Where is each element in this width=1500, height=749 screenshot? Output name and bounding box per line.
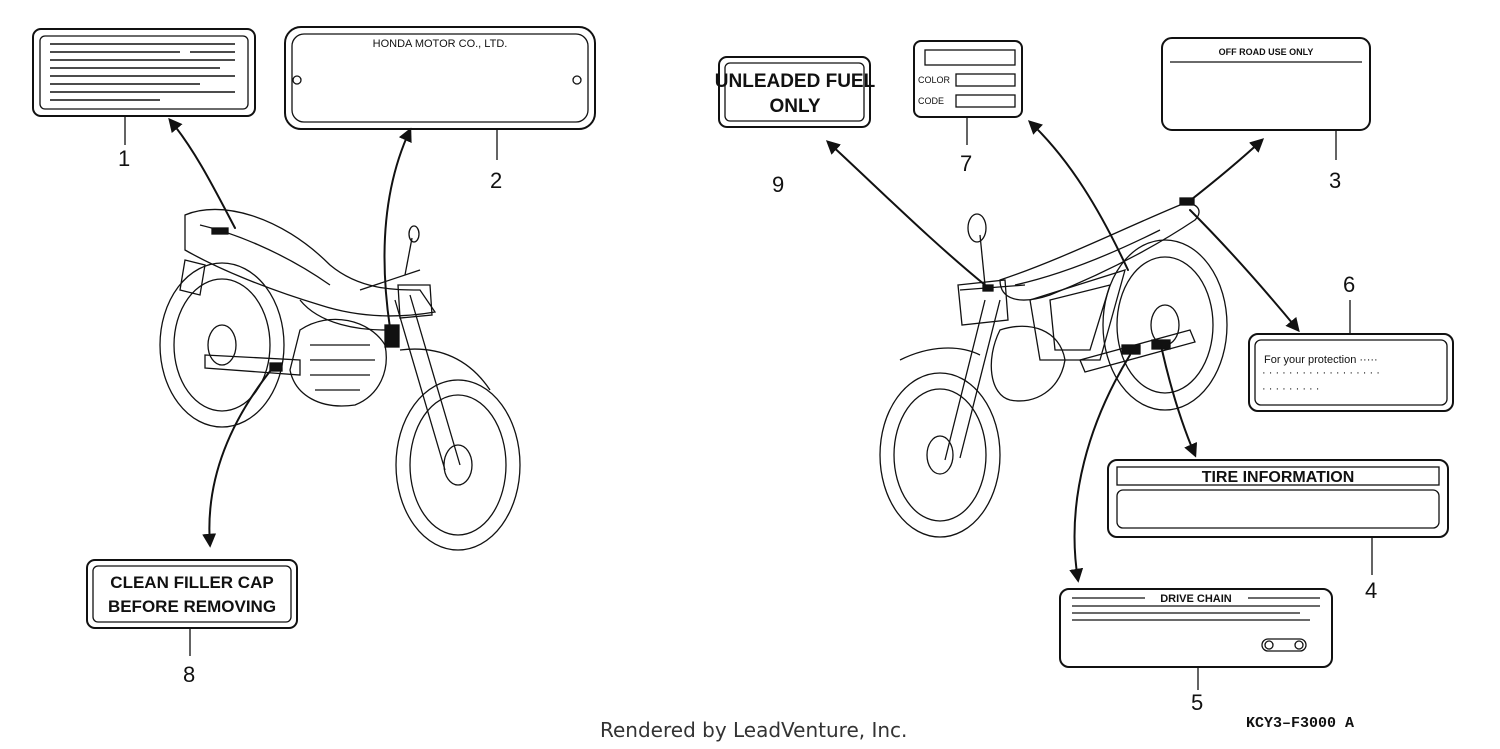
label-4-tire-info-sticker[interactable]: TIRE INFORMATION [1107, 459, 1449, 538]
manufacturer-text: HONDA MOTOR CO., LTD. [373, 38, 508, 50]
motorcycle-left-side-icon [159, 208, 521, 551]
label-2-manufacturer-plate[interactable]: HONDA MOTOR CO., LTD. [284, 26, 596, 130]
unleaded-line1: UNLEADED FUEL [715, 71, 876, 92]
callout-2: 2 [490, 168, 502, 193]
diagram-code: KCY3–F3000 A [1246, 715, 1354, 732]
callout-7: 7 [960, 151, 972, 176]
callout-8: 8 [183, 662, 195, 687]
motorcycle-right-side-icon [879, 197, 1228, 538]
callout-1: 1 [118, 146, 130, 171]
protection-dots-2: · · · · · · · · · [1262, 383, 1319, 395]
callout-5: 5 [1191, 690, 1203, 715]
filler-text-line1: CLEAN FILLER CAP [110, 573, 273, 592]
unleaded-line2: ONLY [769, 96, 820, 117]
callout-9: 9 [772, 172, 784, 197]
code-text: CODE [918, 96, 944, 106]
callout-6: 6 [1343, 272, 1355, 297]
off-road-text: OFF ROAD USE ONLY [1219, 47, 1314, 57]
label-1-warning-sticker[interactable] [32, 28, 256, 117]
label-8-filler-cap-sticker[interactable]: CLEAN FILLER CAP BEFORE REMOVING [86, 559, 298, 629]
tire-info-text: TIRE INFORMATION [1202, 469, 1355, 486]
protection-dots-1: · · · · · · · · · · · · · · · · · · [1262, 367, 1380, 379]
color-text: COLOR [918, 75, 951, 85]
label-3-off-road-sticker[interactable]: OFF ROAD USE ONLY [1161, 37, 1371, 131]
pointer-arrows [168, 117, 1300, 583]
label-6-protection-sticker[interactable]: For your protection ····· · · · · · · · … [1248, 333, 1454, 412]
filler-text-line2: BEFORE REMOVING [108, 597, 276, 616]
footer-credit: Rendered by LeadVenture, Inc. [600, 718, 907, 742]
label-9-fuel-sticker[interactable]: UNLEADED FUEL ONLY [715, 56, 876, 128]
protection-text: For your protection ····· [1264, 354, 1378, 366]
callout-4: 4 [1365, 578, 1377, 603]
label-5-drive-chain-sticker[interactable]: DRIVE CHAIN [1059, 588, 1333, 668]
drive-chain-text: DRIVE CHAIN [1160, 593, 1232, 605]
label-7-color-code-sticker[interactable]: COLOR CODE [913, 40, 1023, 118]
callout-3: 3 [1329, 168, 1341, 193]
